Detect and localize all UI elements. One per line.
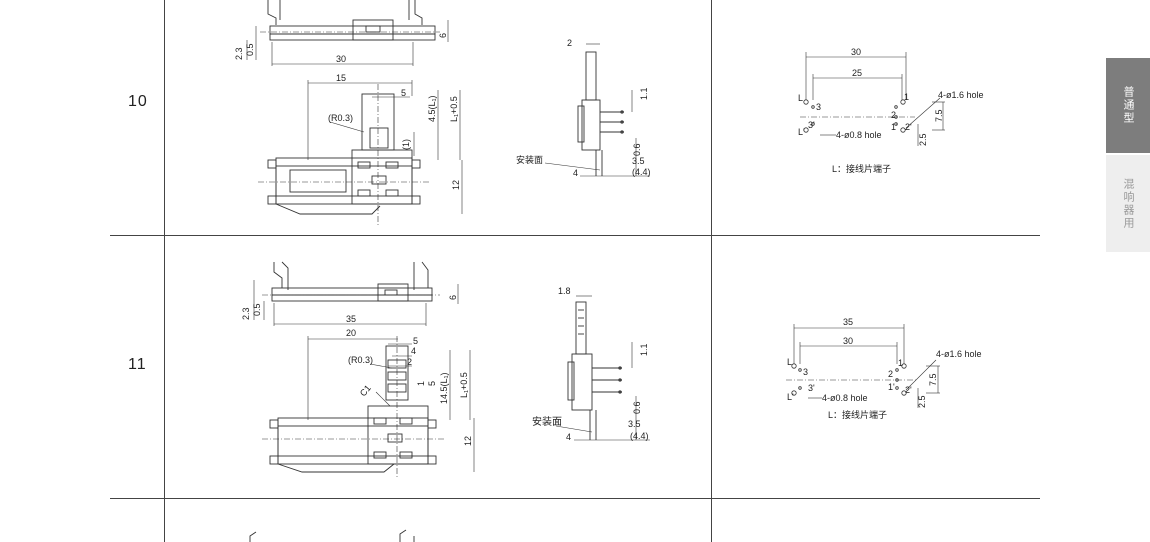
dim-label: 4 — [566, 432, 571, 442]
dim-label: 30 — [851, 47, 861, 57]
row10-top-view — [246, 0, 449, 66]
row10-pcb-footprint — [800, 52, 945, 146]
dim-label: 2.3 — [234, 47, 244, 60]
row10-side-view-dims: 15 5 (R0.3) 4.5(L₁) L₁+0.5 (1) 12 — [328, 73, 461, 190]
dim-label: 35 — [346, 314, 356, 324]
dim-label: 1.8 — [558, 286, 571, 296]
pin-label: 1' — [891, 122, 898, 132]
dim-label: 0.5 — [252, 303, 262, 316]
hole-label: 4-ø0.8 hole — [822, 393, 868, 403]
pin-label: 1 — [904, 92, 909, 102]
row10-top-view-dims: 2.3 0.5 30 6 — [234, 33, 448, 64]
row11-top-view-dims: 2.3 0.5 35 6 — [241, 295, 458, 324]
row10-pcb-dims: 30 25 7.5 2.5 4-ø1.6 hole 4-ø0.8 hole L … — [798, 47, 984, 174]
pin-label: 2 — [888, 369, 893, 379]
pin-label: 1' — [888, 382, 895, 392]
dim-label: 0.5 — [245, 43, 255, 56]
dim-label: 0.6 — [632, 143, 642, 156]
dim-label: 2 — [567, 38, 572, 48]
dim-label: 15 — [336, 73, 346, 83]
pin-label: 2 — [891, 110, 896, 120]
pin-label: 3' — [808, 383, 815, 393]
dim-label: 14.5(L₁) — [439, 372, 449, 404]
dim-label: 5 — [401, 88, 406, 98]
dim-label: 20 — [346, 328, 356, 338]
mount-surface-label: 安装面 — [516, 154, 543, 165]
dim-label: L₁+0.5 — [459, 372, 469, 398]
dim-label: 4 — [573, 168, 578, 178]
row11-pcb-footprint — [786, 324, 940, 408]
dim-label: 7.5 — [928, 373, 938, 386]
dim-label: L₁+0.5 — [449, 96, 459, 122]
pin-label: 3 — [816, 102, 821, 112]
dim-label: 2.3 — [241, 307, 251, 320]
pin-label: L' — [798, 127, 805, 137]
dim-label: 1 — [416, 381, 426, 386]
dim-label: 12 — [451, 180, 461, 190]
terminal-note: L：接线片端子 — [828, 409, 887, 420]
hole-label: 4-ø0.8 hole — [836, 130, 882, 140]
dim-label: (R0.3) — [328, 113, 353, 123]
row11-pcb-dims: 35 30 7.5 2.5 4-ø1.6 hole 4-ø0.8 hole L … — [787, 317, 982, 420]
pin-label: L — [798, 93, 803, 103]
mount-surface-label: 安装面 — [532, 415, 562, 428]
dim-label: 35 — [843, 317, 853, 327]
dim-label: 6 — [448, 295, 458, 300]
row11-side-view-dims: 20 5 4 2 (R0.3) 5 14.5(L₁) L₁+0.5 1 C1 1… — [346, 328, 473, 446]
dim-label: 25 — [852, 68, 862, 78]
pin-label: 1 — [898, 358, 903, 368]
dim-label: 2 — [407, 357, 412, 367]
pin-label: L' — [787, 392, 794, 402]
dim-label: 1.1 — [639, 343, 649, 356]
dim-label: 5 — [413, 336, 418, 346]
dim-label: 7.5 — [934, 109, 944, 122]
pin-label: L — [787, 357, 792, 367]
row10-profile-dims: 2 1.1 0.6 3.5 4 (4.4) 安装面 — [516, 38, 651, 178]
pin-label: 3 — [803, 367, 808, 377]
dim-label: 5 — [427, 381, 437, 386]
dim-label: 12 — [463, 436, 473, 446]
dim-label: (1) — [401, 139, 411, 150]
pin-label: 3' — [808, 120, 815, 130]
row11-profile-dims: 1.8 1.1 0.6 3.5 4 (4.4) 安装面 — [532, 286, 649, 442]
tab-standard-type[interactable]: 普通型 — [1106, 58, 1150, 153]
row-number-10: 10 — [128, 93, 148, 110]
tab-reverb-type[interactable]: 混响器用 — [1106, 155, 1150, 252]
row11-profile-view — [555, 295, 650, 441]
hole-label: 4-ø1.6 hole — [938, 90, 984, 100]
dim-label: 0.6 — [632, 401, 642, 414]
pin-label: 2' — [905, 122, 912, 132]
dim-label: (4.4) — [630, 431, 649, 441]
dim-label: 3.5 — [632, 156, 645, 166]
row-number-11: 11 — [128, 356, 147, 373]
dim-label: 4.5(L₁) — [427, 95, 437, 122]
dim-label: 6 — [438, 33, 448, 38]
dim-label: 1.1 — [639, 87, 649, 100]
terminal-note: L：接线片端子 — [832, 163, 891, 174]
dim-label: 2.5 — [918, 133, 928, 146]
dim-label: (R0.3) — [348, 355, 373, 365]
dim-label: 30 — [843, 336, 853, 346]
row11-top-view — [253, 261, 459, 326]
dim-label: 30 — [336, 54, 346, 64]
dim-label: 4 — [411, 346, 416, 356]
hole-label: 4-ø1.6 hole — [936, 349, 982, 359]
dim-label: 2.5 — [917, 395, 927, 408]
dim-label: 3.5 — [628, 419, 641, 429]
pin-label: 2' — [905, 385, 912, 395]
row11-side-view — [262, 336, 475, 478]
row10-profile-view — [544, 43, 650, 177]
dim-label: (4.4) — [632, 167, 651, 177]
row10-side-view — [258, 80, 463, 225]
